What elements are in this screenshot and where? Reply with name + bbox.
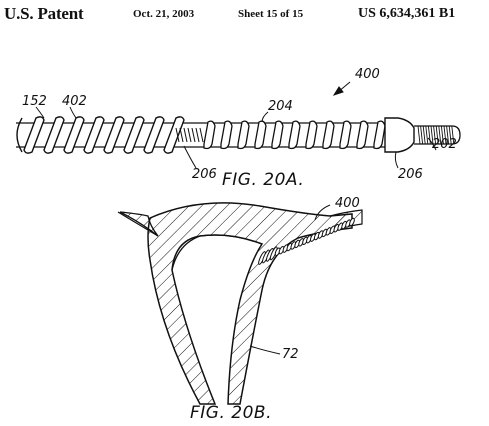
label-204: 204: [268, 99, 293, 114]
middle-coil-204: [175, 120, 386, 150]
tip-coil-202: [417, 125, 455, 145]
label-400-a: 400: [355, 67, 380, 82]
outer-coil-152: [23, 116, 185, 154]
patent-date: Oct. 21, 2003: [133, 8, 195, 20]
fig-20a-leaders: [35, 81, 437, 169]
sheet-number: Sheet 15 of 15: [238, 8, 304, 20]
label-206-right: 206: [398, 167, 423, 182]
caption-fig-20b: FIG. 20B.: [190, 403, 272, 423]
label-72: 72: [282, 347, 299, 362]
patent-office-title: U.S. Patent: [4, 4, 84, 23]
label-202: 202: [432, 137, 457, 152]
tip-end: [414, 125, 461, 145]
patent-header: U.S. Patent Oct. 21, 2003 Sheet 15 of 15…: [0, 4, 489, 24]
caption-fig-20a: FIG. 20A.: [222, 170, 304, 190]
left-end-cap: [16, 117, 23, 153]
label-206-left: 206: [192, 167, 217, 182]
tip-junction-206: [384, 117, 415, 153]
fig-20a-device: [16, 116, 461, 154]
label-152: 152: [22, 94, 47, 109]
label-402: 402: [62, 94, 87, 109]
fig-20b-uterus: [117, 202, 363, 405]
label-400-b: 400: [335, 196, 360, 211]
fig-20b-device: [258, 217, 355, 265]
patent-number: US 6,634,361 B1: [358, 6, 456, 21]
